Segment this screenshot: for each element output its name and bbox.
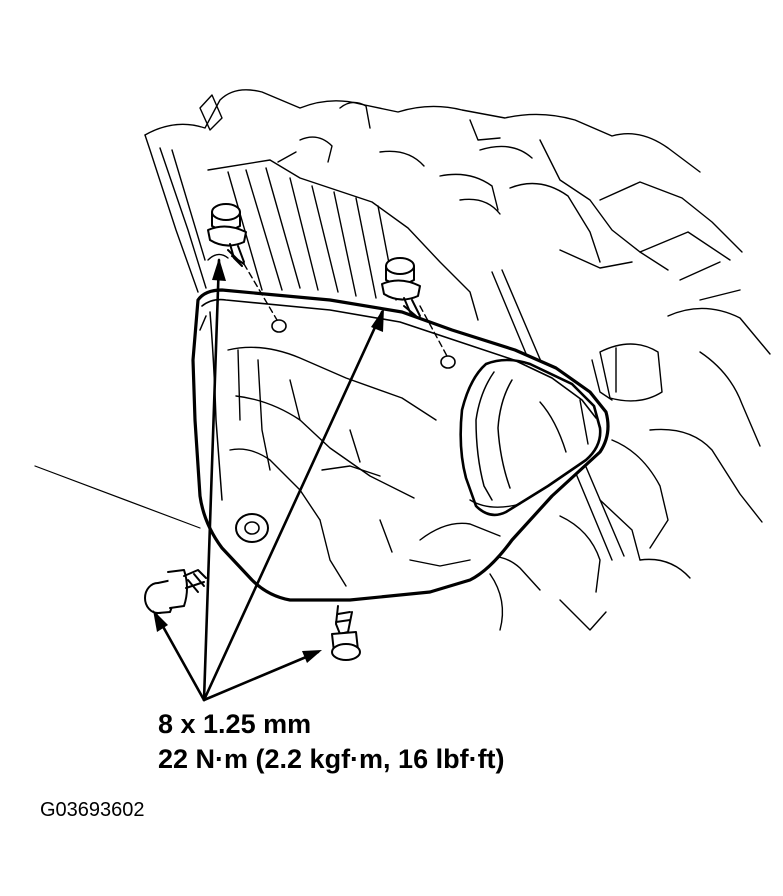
flange-bolt-top-left bbox=[207, 203, 247, 267]
shield-stamping-lines bbox=[227, 346, 501, 587]
flange-bolt-lower-left bbox=[144, 569, 207, 614]
flange-bolt-lower-center bbox=[331, 605, 361, 661]
flange-bolt-top-right bbox=[381, 257, 421, 319]
heat-shield bbox=[191, 288, 610, 602]
torque-callout-arrows bbox=[154, 258, 384, 702]
bolt-size-label: 8 x 1.25 mm bbox=[158, 709, 312, 739]
reference-leader-line bbox=[34, 465, 201, 529]
figure-code-label: G03693602 bbox=[40, 799, 145, 821]
arrowheads bbox=[153, 258, 384, 663]
engine-block-outline bbox=[144, 89, 771, 631]
torque-spec-label: 22 N·m (2.2 kgf·m, 16 lbf·ft) bbox=[158, 744, 505, 774]
bolt-alignment-lines bbox=[243, 263, 448, 357]
